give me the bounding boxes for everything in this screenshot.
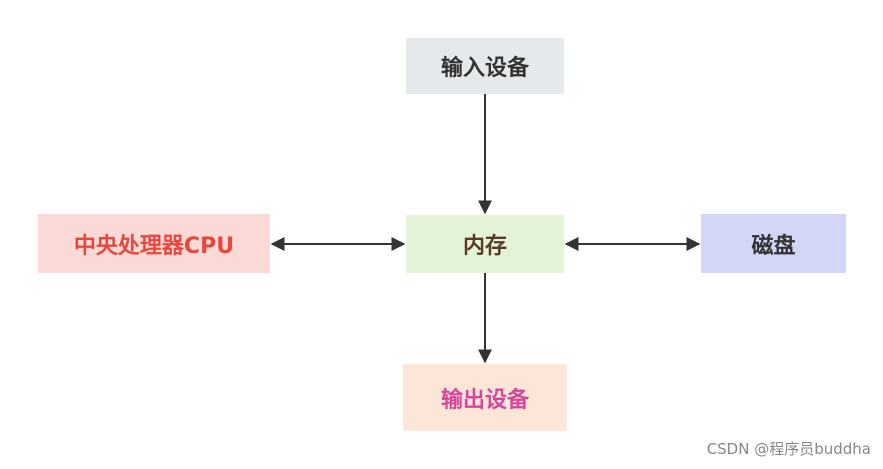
node-input-device: 输入设备 (406, 38, 564, 94)
node-disk-label: 磁盘 (751, 233, 796, 259)
node-memory-label: 内存 (462, 234, 507, 259)
node-cpu: 中央处理器CPU (38, 214, 270, 273)
node-input-device-label: 输入设备 (440, 56, 529, 81)
node-disk: 磁盘 (701, 214, 846, 273)
watermark: CSDN @程序员buddha (706, 440, 871, 458)
node-output-device-label: 输出设备 (440, 387, 529, 413)
node-output-device: 输出设备 (403, 364, 567, 431)
node-cpu-label: 中央处理器CPU (73, 233, 235, 259)
node-memory: 内存 (406, 215, 564, 273)
